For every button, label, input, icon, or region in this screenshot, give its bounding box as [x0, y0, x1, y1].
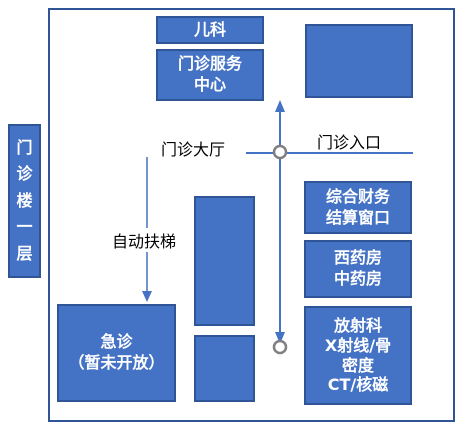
entrance-node	[272, 144, 288, 160]
room-radiology: 放射科 X射线/骨 密度 CT/核磁	[304, 306, 412, 405]
escalator-arrow	[142, 291, 152, 302]
hall-label: 门诊大厅	[161, 140, 226, 159]
escalator-label: 自动扶梯	[112, 228, 177, 252]
room-service-center: 门诊服务 中心	[156, 49, 264, 101]
room-lower-center-block	[194, 335, 255, 402]
room-emergency: 急诊 （暂未开放）	[57, 304, 176, 402]
entrance-label: 门诊入口	[317, 133, 382, 152]
room-center-block	[194, 196, 255, 326]
room-pharmacy: 西药房 中药房	[304, 240, 412, 298]
room-top-right-block	[305, 24, 413, 98]
room-pediatrics: 儿科	[156, 16, 264, 44]
corridor-arrow-up	[275, 100, 285, 112]
corridor-arrow-down	[275, 332, 285, 344]
corridor-end-node	[272, 339, 288, 355]
building-frame	[48, 8, 455, 422]
floor-title: 门 诊 楼 一 层	[8, 124, 41, 278]
room-finance: 综合财务 结算窗口	[304, 181, 412, 234]
